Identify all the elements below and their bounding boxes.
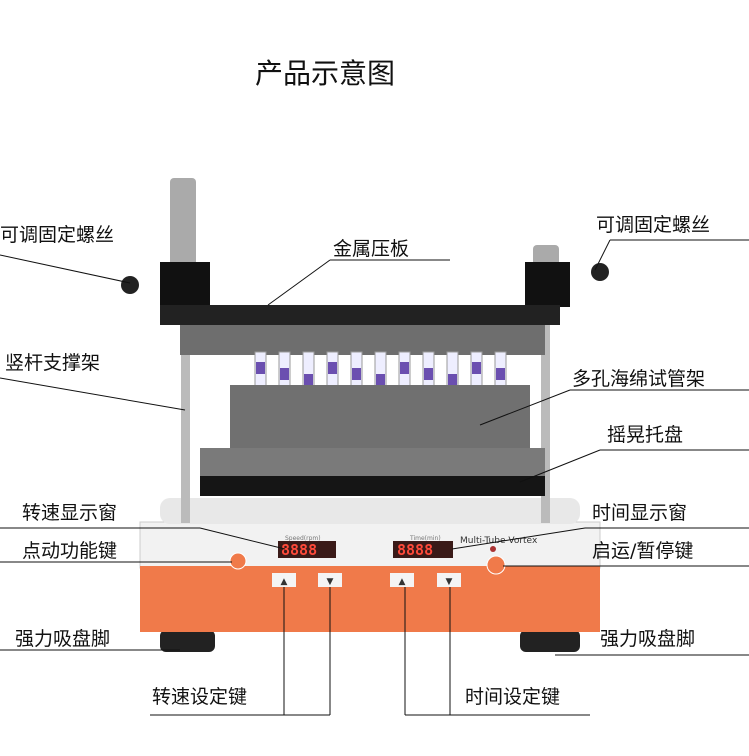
label-speed-display: 转速显示窗 <box>22 502 118 524</box>
up-arrow-icon: ▲ <box>281 577 288 587</box>
speed-caption: Speed(rpm) <box>285 535 321 542</box>
label-time-display: 时间显示窗 <box>592 502 688 524</box>
tube-sample <box>280 368 289 380</box>
tube-sample <box>376 374 385 386</box>
left-foot <box>160 630 215 652</box>
time-up-button[interactable] <box>390 573 414 587</box>
tube-sample <box>496 368 505 380</box>
label-sponge-rack: 多孔海绵试管架 <box>572 368 706 390</box>
right-collar <box>525 262 570 307</box>
base-orange <box>140 566 600 632</box>
label-suction-foot-right: 强力吸盘脚 <box>600 628 696 650</box>
indicator-led <box>490 546 496 552</box>
metal-plate <box>160 305 560 325</box>
down-arrow-icon: ▼ <box>446 577 453 587</box>
speed-display <box>278 541 336 558</box>
label-metal-plate: 金属压板 <box>333 238 410 260</box>
tube-sample <box>256 362 265 374</box>
tube-sample <box>352 368 361 380</box>
label-suction-foot-left: 强力吸盘脚 <box>15 628 111 650</box>
jog-button[interactable] <box>229 552 247 570</box>
left-post <box>170 178 196 268</box>
time-display <box>393 541 453 558</box>
tube-sample <box>328 362 337 374</box>
left-knob <box>121 276 139 294</box>
label-adjust-screw-left: 可调固定螺丝 <box>0 224 115 246</box>
down-arrow-icon: ▼ <box>327 577 334 587</box>
leader-lines <box>0 239 749 716</box>
label-shaking-tray: 摇晃托盘 <box>607 424 684 446</box>
right-foot <box>520 630 580 652</box>
shaking-tray <box>200 476 545 496</box>
time-value: 8888 <box>397 541 433 559</box>
page-title: 产品示意图 <box>255 57 396 90</box>
time-down-button[interactable] <box>437 573 461 587</box>
tube-sample <box>448 374 457 386</box>
upper-sponge <box>180 325 545 355</box>
label-adjust-screw-right: 可调固定螺丝 <box>596 214 711 236</box>
tube-sample <box>304 374 313 386</box>
time-caption: Time(min) <box>409 535 441 542</box>
speed-value: 8888 <box>281 541 317 559</box>
tube-sample <box>472 362 481 374</box>
label-speed-set-keys: 转速设定键 <box>152 686 248 708</box>
brand-text: Multi-Tube Vortex <box>460 536 538 546</box>
label-support-rod: 竖杆支撑架 <box>5 352 101 374</box>
label-jog-key: 点动功能键 <box>22 540 118 562</box>
speed-down-button[interactable] <box>318 573 342 587</box>
speed-up-button[interactable] <box>272 573 296 587</box>
label-time-set-keys: 时间设定键 <box>465 686 561 708</box>
tube-sample <box>400 362 409 374</box>
tube-sample <box>424 368 433 380</box>
right-rod <box>541 245 550 523</box>
right-knob <box>591 263 609 281</box>
tray-sponge <box>200 448 545 478</box>
label-start-pause-key: 启运/暂停键 <box>592 540 694 562</box>
start-pause-button[interactable] <box>486 555 506 575</box>
base-top <box>160 498 580 524</box>
up-arrow-icon: ▲ <box>399 577 406 587</box>
left-collar <box>160 262 210 307</box>
